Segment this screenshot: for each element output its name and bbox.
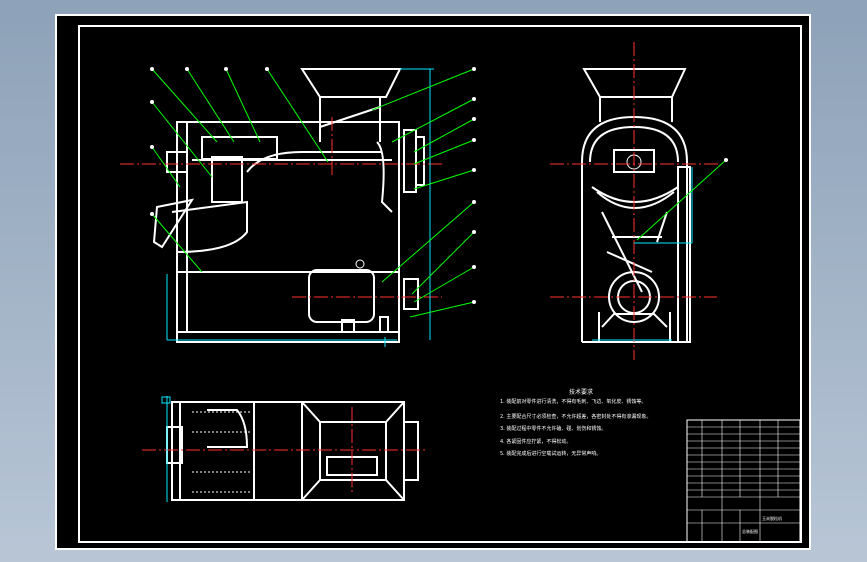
cad-drawing-canvas: 技术要求 1. 装配前对零件进行清洗，不得有毛刺、飞边、氧化皮、锈蚀等。 2. … xyxy=(78,25,802,543)
front-view xyxy=(120,67,476,347)
note-line: 2. 主要配合尺寸必须检查，不允许超差，各密封处不得有渗漏现象。 xyxy=(500,413,651,420)
note-line: 1. 装配前对零件进行清洗，不得有毛刺、飞边、氧化皮、锈蚀等。 xyxy=(500,398,646,405)
title-block-name: 玉米脱粒机 xyxy=(762,515,782,521)
title-block-sublabel: 总装配图 xyxy=(742,528,758,534)
note-line: 3. 装配过程中零件不允许磕、碰、划伤和锈蚀。 xyxy=(500,425,606,432)
technical-notes: 技术要求 1. 装配前对零件进行清洗，不得有毛刺、飞边、氧化皮、锈蚀等。 2. … xyxy=(500,388,651,457)
inner-frame xyxy=(78,25,802,543)
side-view xyxy=(550,42,728,360)
note-line: 5. 装配完成后进行空载试运转，无异常声响。 xyxy=(500,450,601,457)
top-view xyxy=(142,396,427,502)
drawing-sheet: 技术要求 1. 装配前对零件进行清洗，不得有毛刺、飞边、氧化皮、锈蚀等。 2. … xyxy=(55,14,811,550)
title-block: 玉米脱粒机 总装配图 xyxy=(686,419,801,543)
notes-title: 技术要求 xyxy=(569,388,593,396)
note-line: 4. 各紧固件应拧紧，不得松动。 xyxy=(500,438,571,445)
